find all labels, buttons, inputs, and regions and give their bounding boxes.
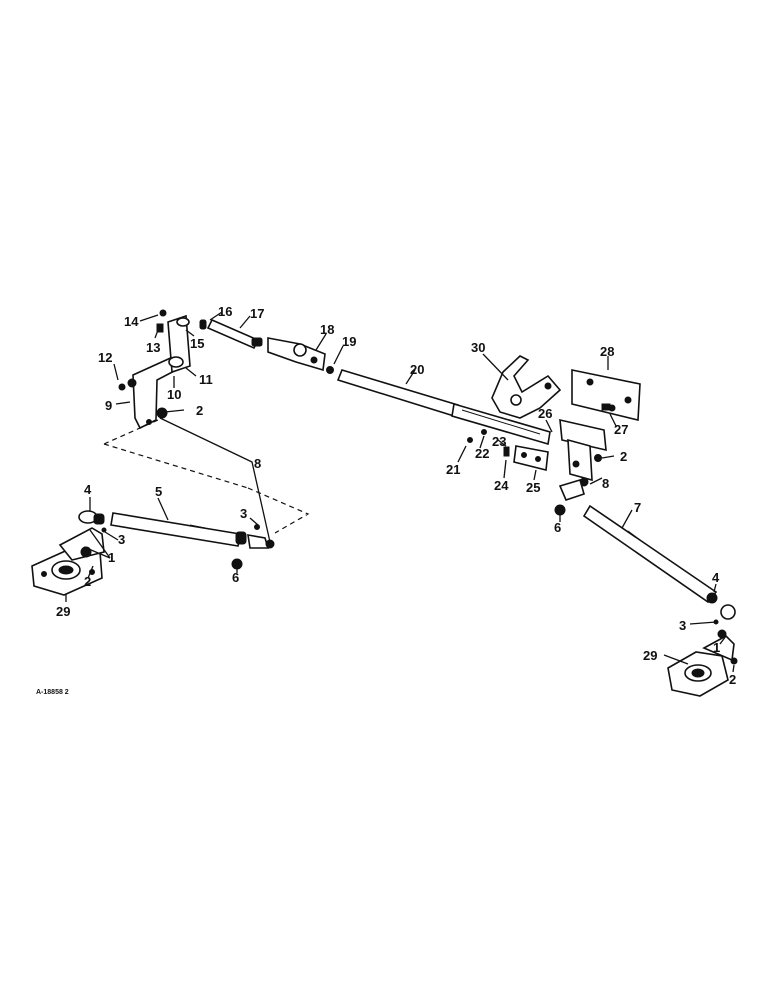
callout-24: 24 [494, 478, 509, 493]
left-steering-arm-housing [31, 527, 105, 596]
callout-21: 21 [446, 462, 460, 477]
callout-8-left: 8 [254, 456, 261, 471]
callout-labels: 1 2 3 4 5 29 6 3 8 9 2 10 11 12 13 14 15… [56, 304, 736, 687]
tie-rod-7 [554, 479, 736, 639]
callout-12: 12 [98, 350, 112, 365]
callout-8-right: 8 [602, 476, 609, 491]
tie-rod-5 [110, 512, 275, 570]
callout-26: 26 [538, 406, 552, 421]
callout-1-left: 1 [108, 550, 115, 565]
callout-7: 7 [634, 500, 641, 515]
callout-16: 16 [218, 304, 232, 319]
callout-2-upper: 2 [196, 403, 203, 418]
callout-15: 15 [190, 336, 204, 351]
callout-5: 5 [155, 484, 162, 499]
long-rod-20 [336, 369, 551, 446]
right-steering-arm-housing [667, 635, 738, 697]
bell-crank-bracket [118, 309, 207, 430]
callout-18: 18 [320, 322, 334, 337]
callout-23: 23 [492, 434, 506, 449]
bracket-assembly [467, 369, 641, 487]
rod-17-adjuster-18 [206, 318, 334, 374]
callout-29-right: 29 [643, 648, 657, 663]
callout-28: 28 [600, 344, 614, 359]
callout-17: 17 [250, 306, 264, 321]
callout-4-right: 4 [712, 570, 720, 585]
callout-2-left: 2 [84, 574, 91, 589]
callout-20: 20 [410, 362, 424, 377]
callout-10: 10 [167, 387, 181, 402]
callout-2-right: 2 [620, 449, 627, 464]
callout-3-right: 3 [679, 618, 686, 633]
callout-22: 22 [475, 446, 489, 461]
callout-11: 11 [199, 372, 213, 387]
callout-1-right: 1 [713, 640, 720, 655]
callout-29-left: 29 [56, 604, 70, 619]
reference-code: A-18858 2 [36, 689, 69, 696]
callout-30: 30 [471, 340, 485, 355]
lever-30 [491, 355, 562, 419]
leader-lines [65, 311, 735, 673]
callout-14: 14 [124, 314, 139, 329]
callout-6-right: 6 [554, 520, 561, 535]
callout-9: 9 [105, 398, 112, 413]
callout-27: 27 [614, 422, 628, 437]
callout-2-bottom-right: 2 [729, 672, 736, 687]
callout-13: 13 [146, 340, 160, 355]
callout-6-left: 6 [232, 570, 239, 585]
callout-3-left: 3 [118, 532, 125, 547]
callout-3-mid: 3 [240, 506, 247, 521]
callout-25: 25 [526, 480, 540, 495]
callout-19: 19 [342, 334, 356, 349]
callout-4-left: 4 [84, 482, 92, 497]
